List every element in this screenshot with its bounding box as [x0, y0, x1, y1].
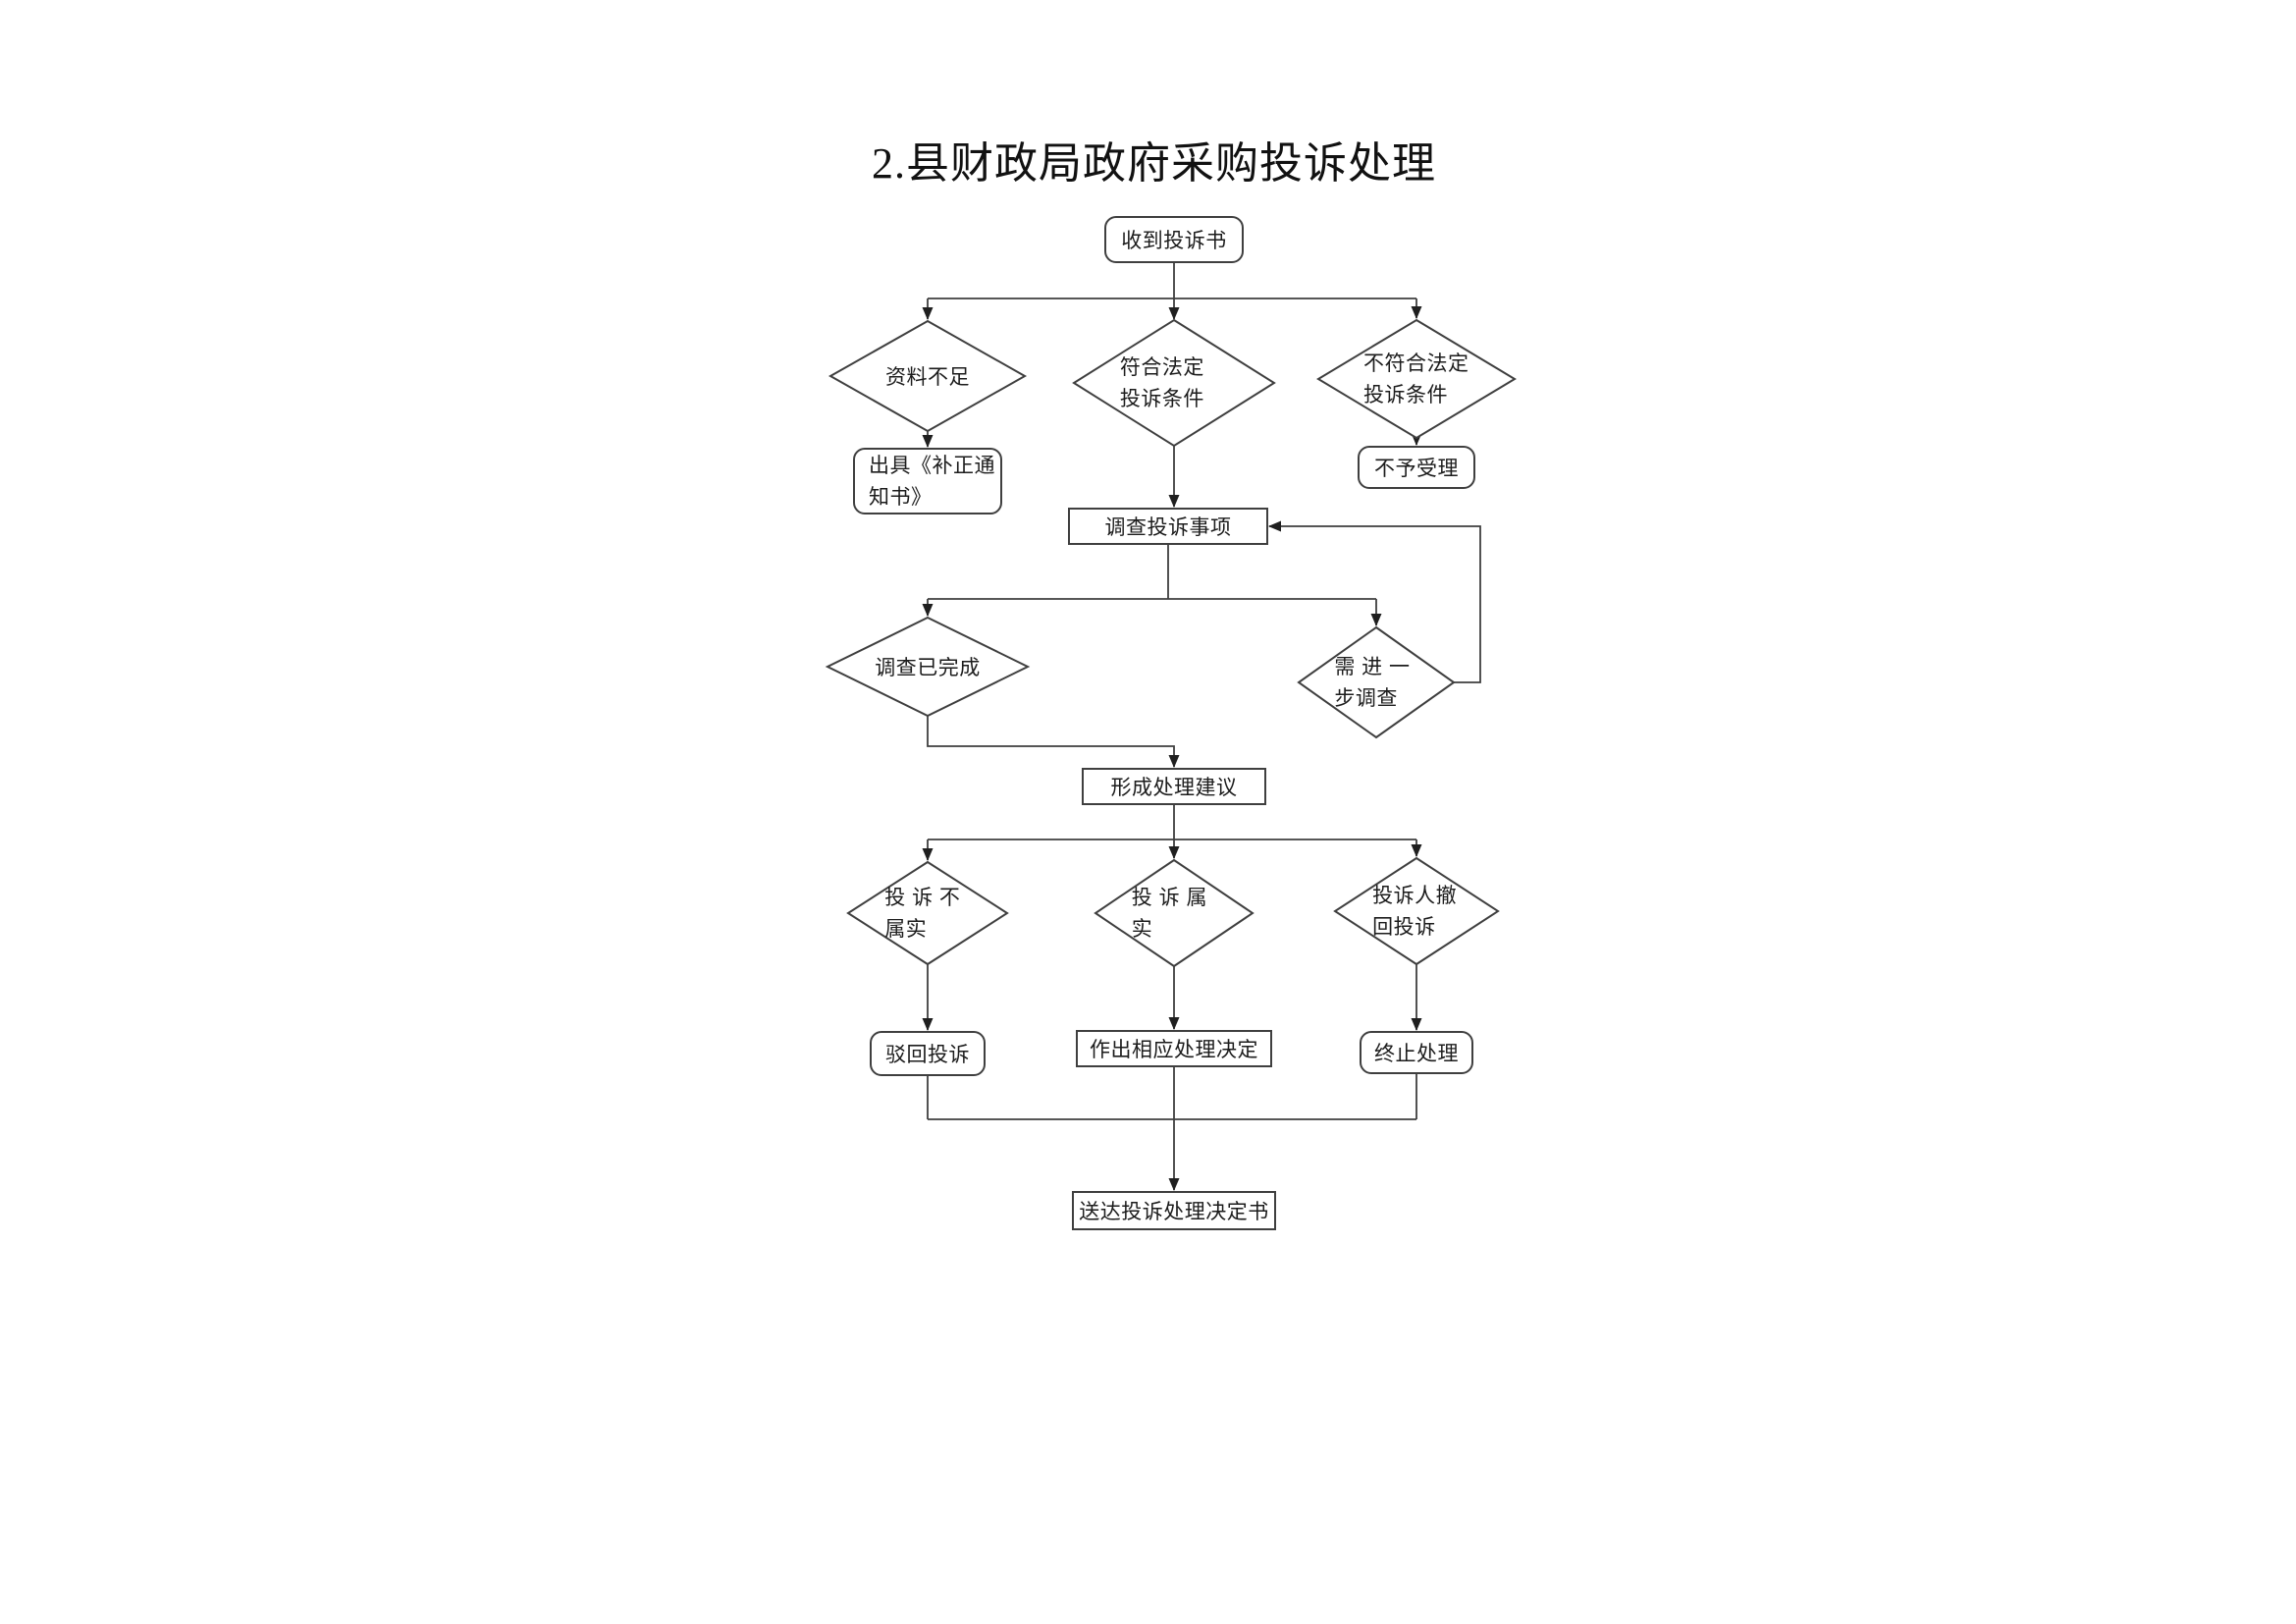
- node-deliver-decision: 送达投诉处理决定书: [1072, 1191, 1276, 1230]
- node-need-further-investigation: 需 进 一步调查: [1297, 625, 1456, 739]
- not-accept-shape: [1358, 446, 1475, 489]
- issue-supplement-notice-label: 出具《补正通知书》: [869, 455, 995, 509]
- node-make-handling-decision: 作出相应处理决定: [1076, 1030, 1272, 1067]
- node-investigation-complete: 调查已完成: [825, 616, 1031, 718]
- complaint-untrue-label: 投 诉 不属实: [884, 887, 960, 941]
- not-accept-label: 不予受理: [1374, 458, 1459, 480]
- node-dismiss-complaint: 驳回投诉: [870, 1031, 986, 1076]
- node-complaint-untrue: 投 诉 不属实: [846, 860, 1009, 966]
- need-further-investigation-label: 需 进 一步调查: [1334, 656, 1410, 710]
- investigation-complete-shape: [825, 616, 1031, 718]
- node-complainant-withdraws: 投诉人撤回投诉: [1333, 856, 1500, 966]
- insufficient-material-shape: [828, 319, 1028, 433]
- node-meets-legal-conditions: 符合法定投诉条件: [1072, 318, 1276, 448]
- node-not-accept: 不予受理: [1358, 446, 1475, 489]
- terminate-handling-label: 终止处理: [1374, 1043, 1459, 1065]
- complaint-true-shape: [1094, 858, 1255, 968]
- node-issue-supplement-notice: 出具《补正通知书》: [853, 448, 1002, 514]
- form-handling-suggestion-label: 形成处理建议: [1111, 777, 1238, 799]
- make-handling-decision-shape: [1076, 1030, 1272, 1067]
- dismiss-complaint-shape: [870, 1031, 986, 1076]
- meets-legal-conditions-label: 符合法定投诉条件: [1120, 356, 1204, 410]
- form-handling-suggestion-shape: [1082, 768, 1266, 805]
- node-terminate-handling: 终止处理: [1360, 1031, 1473, 1074]
- complainant-withdraws-label: 投诉人撤回投诉: [1372, 885, 1457, 939]
- receive-complaint-label: 收到投诉书: [1121, 230, 1227, 252]
- node-form-handling-suggestion: 形成处理建议: [1082, 768, 1266, 805]
- make-handling-decision-label: 作出相应处理决定: [1090, 1039, 1258, 1061]
- complaint-true-label: 投 诉 属实: [1132, 887, 1207, 941]
- terminate-handling-shape: [1360, 1031, 1473, 1074]
- complainant-withdraws-shape: [1333, 856, 1500, 966]
- insufficient-material-label: 资料不足: [885, 366, 970, 389]
- investigate-complaint-label: 调查投诉事项: [1105, 516, 1232, 539]
- node-receive-complaint: 收到投诉书: [1104, 216, 1244, 263]
- meets-legal-conditions-shape: [1072, 318, 1276, 448]
- issue-supplement-notice-shape: [853, 448, 1002, 514]
- need-further-investigation-shape: [1297, 625, 1456, 739]
- not-meets-legal-conditions-shape: [1316, 318, 1517, 440]
- node-investigate-complaint: 调查投诉事项: [1068, 508, 1268, 545]
- node-insufficient-material: 资料不足: [828, 319, 1028, 433]
- receive-complaint-shape: [1104, 216, 1244, 263]
- node-not-meets-legal-conditions: 不符合法定投诉条件: [1316, 318, 1517, 440]
- deliver-decision-shape: [1072, 1191, 1276, 1230]
- complaint-untrue-shape: [846, 860, 1009, 966]
- investigate-complaint-shape: [1068, 508, 1268, 545]
- connector-line: [1268, 520, 1481, 683]
- not-meets-legal-conditions-label: 不符合法定投诉条件: [1363, 352, 1469, 406]
- connector-line: [927, 716, 1180, 768]
- dismiss-complaint-label: 驳回投诉: [885, 1044, 970, 1066]
- investigation-complete-label: 调查已完成: [875, 657, 981, 679]
- deliver-decision-label: 送达投诉处理决定书: [1079, 1201, 1269, 1223]
- page-title: 2.县财政局政府采购投诉处理: [872, 139, 1436, 188]
- node-complaint-true: 投 诉 属实: [1094, 858, 1255, 968]
